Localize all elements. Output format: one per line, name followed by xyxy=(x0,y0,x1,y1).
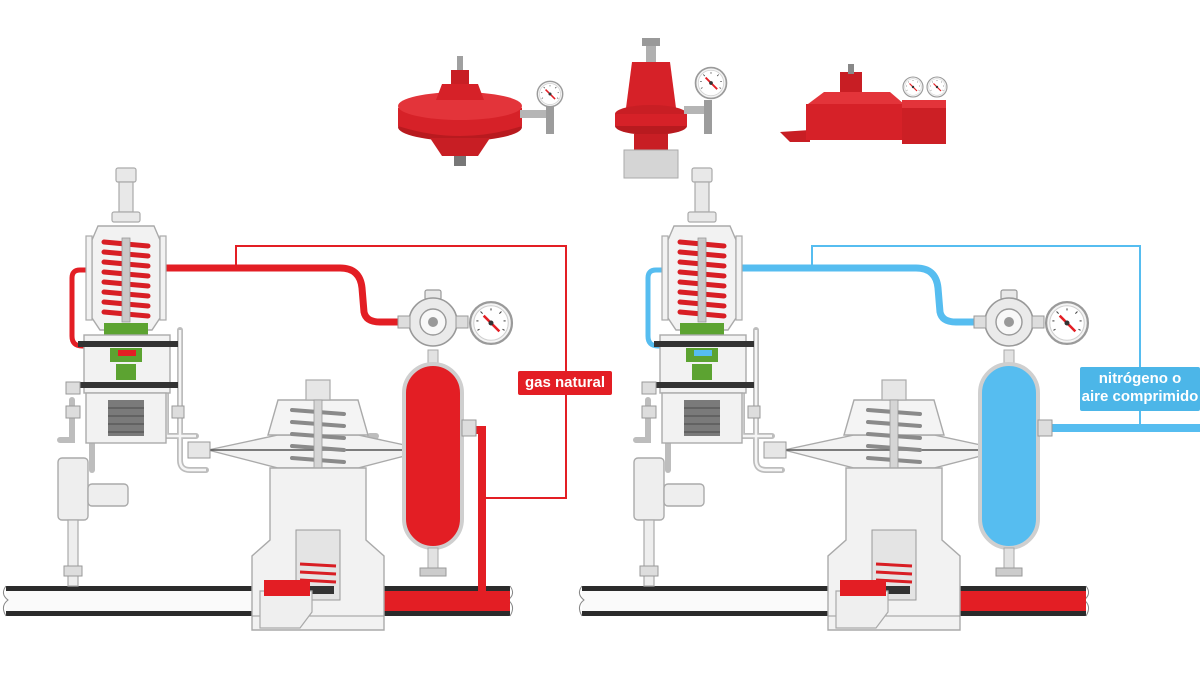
nitrogen-supply-line xyxy=(811,245,1141,430)
product-photo-enclosed-regulator xyxy=(780,64,948,144)
pressure-gauge-icon xyxy=(536,80,564,108)
gas-schematic xyxy=(2,168,567,632)
gas-accumulator xyxy=(397,289,477,577)
gas-loading-line xyxy=(160,264,404,326)
isolation-valve xyxy=(633,457,705,587)
pilot-valve xyxy=(642,168,760,443)
gas-supply-line xyxy=(235,245,567,499)
isolation-valve xyxy=(57,457,129,587)
filter-housing xyxy=(973,289,1045,347)
nitrogen-supply-label: nitrógeno o aire comprimido xyxy=(1080,367,1200,411)
gas-supply-label: gas natural xyxy=(518,371,612,395)
pressure-gauge-icon xyxy=(694,66,728,100)
filter-housing xyxy=(397,289,469,347)
pressure-gauge-icon xyxy=(1044,300,1090,346)
pilot-valve xyxy=(66,168,184,443)
nitrogen-schematic xyxy=(578,168,1200,632)
nitrogen-accumulator xyxy=(973,289,1053,577)
nitrogen-label-line2: aire comprimido xyxy=(1081,388,1199,405)
pressure-gauge-icon xyxy=(902,76,924,98)
product-photo-spring-regulator xyxy=(615,38,728,179)
pressure-gauge-icon xyxy=(468,300,514,346)
pressure-gauge-icon xyxy=(926,76,948,98)
product-photo-diaphragm-regulator xyxy=(398,56,564,166)
nitrogen-loading-line xyxy=(736,264,980,326)
nitrogen-label-line1: nitrógeno o xyxy=(1098,370,1182,387)
